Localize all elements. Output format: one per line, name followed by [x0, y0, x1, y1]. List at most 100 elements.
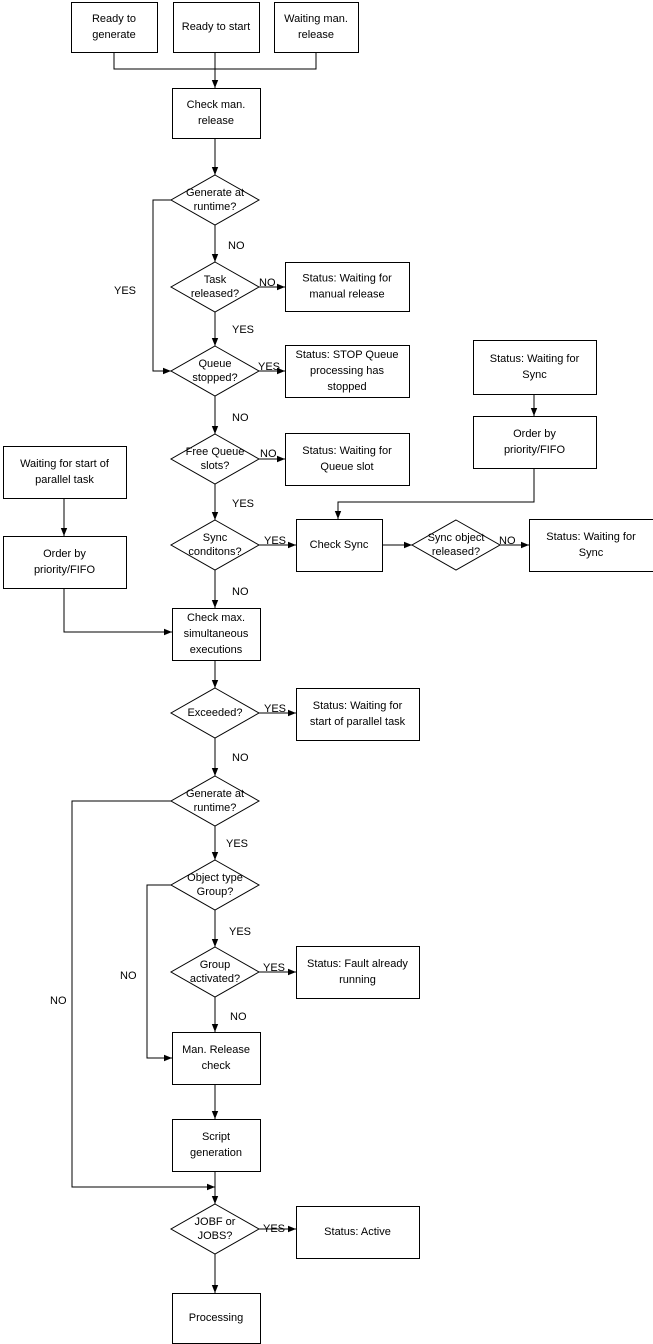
node-group-active: Group activated? [169, 946, 261, 998]
node-label: priority/FIFO [504, 444, 566, 456]
node-exceeded: Exceeded? [169, 687, 261, 739]
process-box [172, 1293, 261, 1344]
node-label: parallel task [35, 474, 94, 486]
process-box [296, 519, 383, 572]
node-label: Status: STOP Queue [296, 349, 399, 361]
node-label: Group? [197, 886, 234, 898]
node-label: release [298, 29, 334, 41]
node-label: Waiting man. [284, 13, 348, 25]
process-box [173, 2, 260, 53]
node-label: activated? [190, 973, 240, 985]
edge-label-queue-no: NO [232, 412, 249, 424]
edge-label-jobf-yes: YES [263, 1223, 285, 1235]
node-label: Ready to [92, 13, 136, 25]
node-label: manual release [309, 288, 384, 300]
node-label: release [198, 115, 234, 127]
node-label: Status: Waiting for [302, 272, 392, 284]
node-label: Status: Waiting for [313, 700, 403, 712]
node-order-left: Order by priority/FIFO [3, 536, 127, 589]
process-box [285, 345, 410, 398]
node-label: Group [200, 959, 231, 971]
node-label: released? [191, 288, 239, 300]
node-label: Man. Release [182, 1044, 250, 1056]
process-box [172, 1119, 261, 1172]
node-label: Status: Active [324, 1226, 391, 1238]
decision-diamond [169, 946, 261, 998]
node-label: running [339, 974, 376, 986]
edge-label-exceeded-yes: YES [264, 703, 286, 715]
node-gen-runtime-2: Generate at runtime? [169, 775, 261, 827]
node-status-manual: Status: Waiting for manual release [285, 262, 410, 312]
process-box [285, 262, 410, 312]
node-label: Processing [189, 1312, 243, 1324]
node-label: Free Queue [186, 446, 245, 458]
edge-label-obj-yes: YES [229, 926, 251, 938]
node-label: Check max. [187, 612, 245, 624]
node-label: Queue [198, 358, 231, 370]
node-task-released: Task released? [169, 261, 261, 313]
edge-label-queue-yes: YES [258, 361, 280, 373]
edge-label-sync-yes: YES [264, 535, 286, 547]
edge-label-gen2-yes: YES [226, 838, 248, 850]
node-label: stopped? [192, 372, 237, 384]
node-processing: Processing [172, 1293, 261, 1344]
node-label: Status: Waiting for [546, 531, 636, 543]
edge-order-checkmax [63, 588, 172, 636]
process-box [71, 2, 158, 53]
edge-label-obj-no: NO [120, 970, 137, 982]
edge-label-group-yes: YES [263, 962, 285, 974]
node-status-active: Status: Active [296, 1206, 420, 1259]
process-box [296, 1206, 420, 1259]
process-box [172, 88, 261, 139]
process-box [3, 536, 127, 589]
decision-diamond [410, 519, 502, 571]
process-box [473, 416, 597, 469]
decision-diamond [169, 345, 261, 397]
node-label: Generate at [186, 788, 244, 800]
edge-label-exceeded-no: NO [232, 752, 249, 764]
node-label: Order by [43, 548, 86, 560]
node-waiting-release: Waiting man. release [274, 2, 359, 53]
node-label: JOBS? [198, 1230, 233, 1242]
node-label: Ready to start [182, 21, 250, 33]
process-box [473, 340, 597, 395]
edge-order-checksync [334, 468, 535, 519]
node-label: processing has [310, 365, 384, 377]
process-box [172, 608, 261, 661]
edge-label-sync-no: NO [232, 586, 249, 598]
node-label: Generate at [186, 187, 244, 199]
node-label: conditons? [188, 546, 241, 558]
node-jobf: JOBF or JOBS? [169, 1203, 261, 1255]
node-label: runtime? [194, 802, 237, 814]
edge-gen1-yes-queue [152, 199, 171, 375]
node-label: Task [204, 274, 227, 286]
node-label: Sync [522, 369, 547, 381]
node-label: executions [190, 644, 243, 656]
decision-diamond [169, 433, 261, 485]
edge-waiting-release [215, 52, 317, 70]
node-label: Status: Waiting for [490, 353, 580, 365]
node-label: Object type [187, 872, 243, 884]
decision-diamond [169, 261, 261, 313]
decision-diamond [169, 174, 261, 226]
node-label: Sync [579, 547, 604, 559]
edge-gen2-no-jobf [71, 800, 215, 1191]
node-label: priority/FIFO [34, 564, 96, 576]
decision-diamond [169, 775, 261, 827]
node-label: JOBF or [195, 1216, 236, 1228]
node-label: generation [190, 1147, 242, 1159]
process-box [172, 1032, 261, 1085]
node-label: Status: Waiting for [302, 445, 392, 457]
edge-label-group-no: NO [230, 1011, 247, 1023]
